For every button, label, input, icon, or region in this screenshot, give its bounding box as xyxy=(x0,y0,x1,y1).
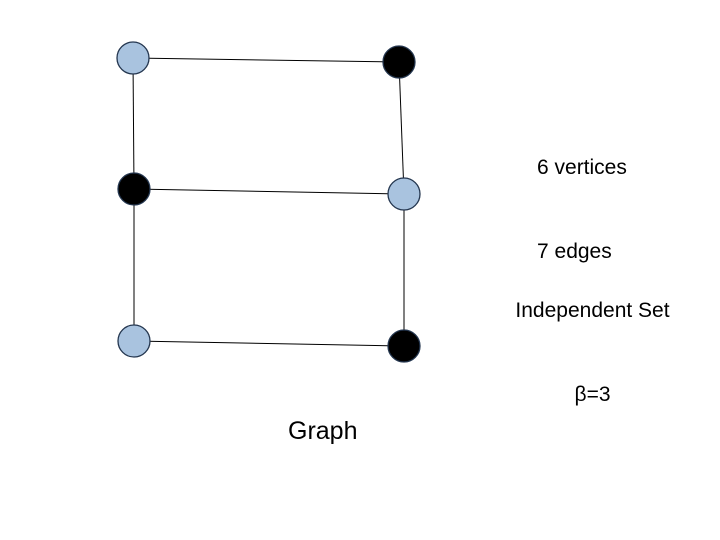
vertex-v5-independent xyxy=(117,324,151,358)
edge-v1-v3 xyxy=(132,57,135,190)
independent-set-value: β=3 xyxy=(574,383,611,406)
graph-stats-text: 6 vertices 7 edges xyxy=(537,98,627,322)
edge-v1-v2 xyxy=(132,57,400,63)
vertex-v4-independent xyxy=(387,177,421,211)
edge-v2-v4 xyxy=(398,61,405,195)
edge-count-label: 7 edges xyxy=(537,240,612,263)
edge-v3-v4 xyxy=(133,188,405,195)
vertex-count-label: 6 vertices xyxy=(537,156,627,179)
vertex-v3-regular xyxy=(117,172,151,206)
vertex-v2-regular xyxy=(382,45,416,79)
slide-caption: Graph xyxy=(288,417,358,445)
edge-v5-v6 xyxy=(133,340,405,347)
independent-set-text: Independent Set β=3 xyxy=(490,241,695,465)
independent-set-title: Independent Set xyxy=(515,299,670,322)
vertex-v6-regular xyxy=(387,329,421,363)
vertex-v1-independent xyxy=(116,41,150,75)
